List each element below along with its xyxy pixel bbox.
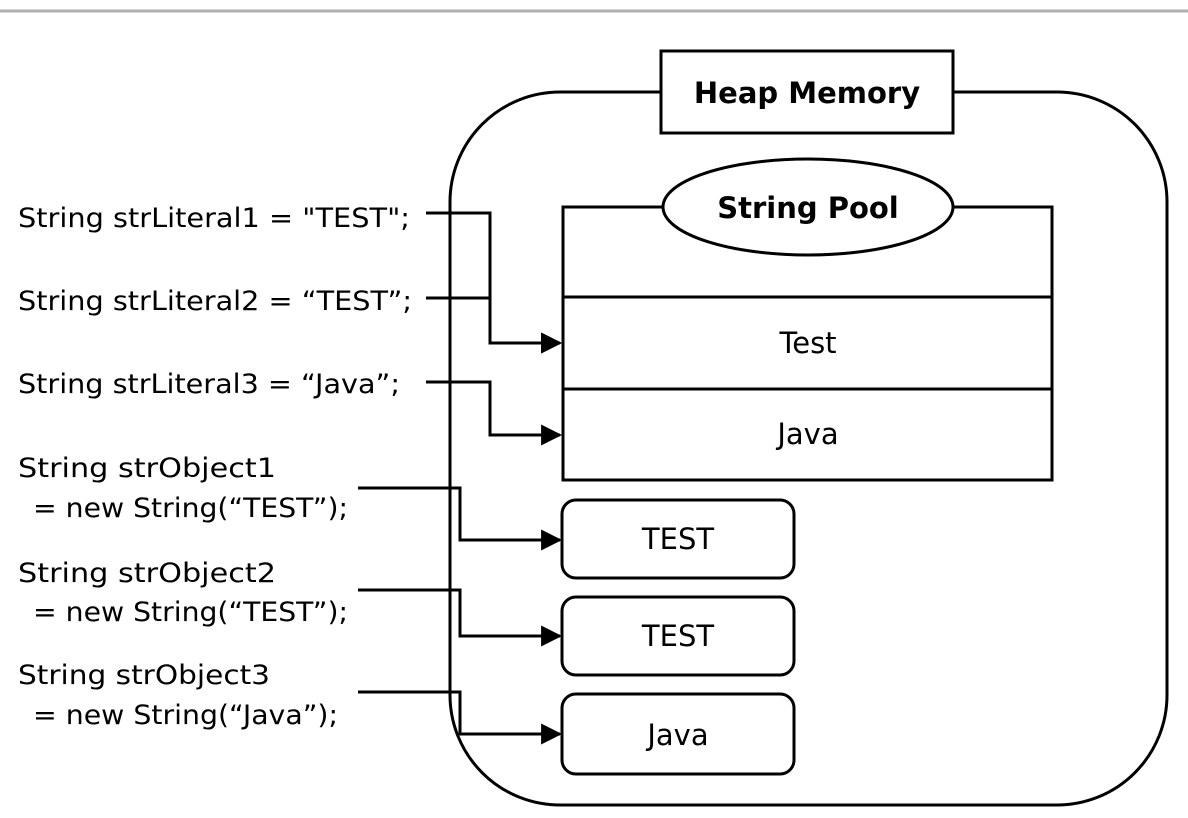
heap-object-label-1: TEST: [641, 522, 714, 556]
arrow-literal-3: [426, 380, 563, 446]
code-object-1-line-1: String strObject1: [18, 453, 276, 484]
pool-entry-test: Test: [778, 326, 836, 360]
code-literal-2: String strLiteral2 = “TEST”;: [18, 286, 412, 317]
arrow-object-2: [358, 588, 563, 647]
string-pool-box: [561, 205, 1054, 482]
code-object-2-line-2: = new String(“TEST”);: [33, 597, 348, 628]
code-object-2-line-1: String strObject2: [18, 558, 276, 589]
heap-object-label-2: TEST: [641, 619, 714, 653]
code-object-3-line-2: = new String(“Java”);: [33, 700, 338, 731]
heap-object-label-3: Java: [645, 718, 708, 752]
code-object-1-line-2: = new String(“TEST”);: [33, 493, 348, 524]
code-object-3-line-1: String strObject3: [18, 660, 270, 691]
arrow-object-3: [358, 690, 563, 745]
heap-memory-title: Heap Memory: [694, 76, 920, 110]
string-pool-title: String Pool: [717, 191, 899, 225]
heap-memory-title-box: [659, 49, 955, 135]
string-pool-title-ellipse: [661, 157, 955, 257]
arrow-object-1: [358, 486, 563, 551]
code-literal-1: String strLiteral1 = "TEST";: [18, 203, 410, 234]
code-literal-3: String strLiteral3 = “Java”;: [18, 369, 400, 400]
arrow-literal-2: [426, 296, 563, 354]
pool-entry-java: Java: [775, 417, 838, 451]
